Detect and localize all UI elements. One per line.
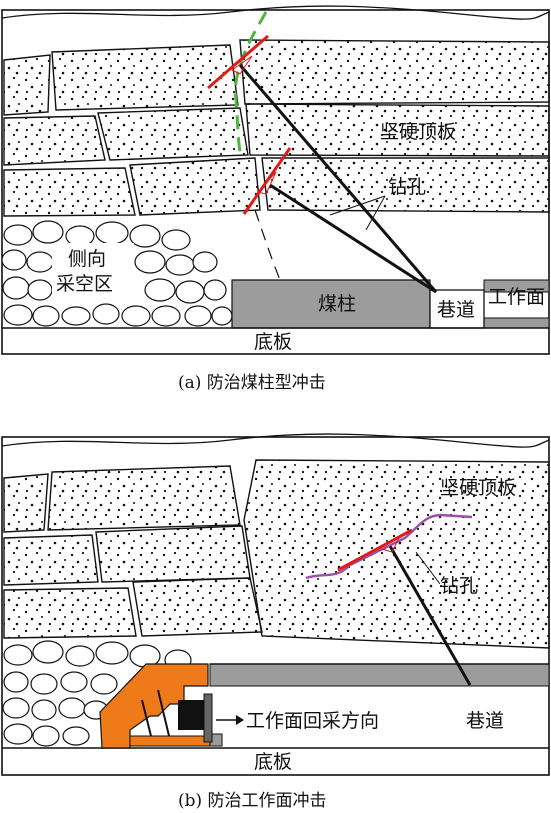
panel-b: 坚硬顶板 钻孔 工作面回采方向 巷道 底板 (b) 防治工作面冲击 — [1, 433, 550, 811]
roadway-label-a: 巷道 — [437, 299, 475, 321]
floor-label-a: 底板 — [254, 331, 292, 353]
roof-blocks-a — [3, 39, 550, 217]
roof-block — [3, 587, 137, 639]
pillar-fracture-dashed — [254, 209, 281, 281]
roof-block — [245, 103, 550, 157]
borehole-line — [269, 183, 437, 294]
roof-block — [3, 167, 136, 217]
roadway-label-b: 巷道 — [466, 710, 504, 732]
working-face-coal — [483, 279, 550, 293]
goaf-label-line2: 采空区 — [56, 273, 113, 295]
roof-block — [129, 157, 261, 216]
coal-seam-top-b — [209, 663, 550, 687]
roof-block — [3, 534, 99, 586]
direction-label: 工作面回采方向 — [246, 710, 379, 732]
roof-label-a: 坚硬顶板 — [380, 121, 456, 143]
roof-block — [3, 473, 49, 533]
red-fracture-line — [207, 34, 269, 90]
red-fracture-outline — [257, 171, 277, 195]
roof-blocks-b — [3, 459, 550, 649]
floor-label-b: 底板 — [254, 751, 292, 773]
roof-block — [97, 107, 249, 161]
red-fracture-outline — [231, 55, 253, 75]
roof-block — [51, 44, 239, 111]
borehole-line-b — [388, 545, 472, 686]
red-fracture-outline-b — [376, 534, 402, 553]
panel-a-top-wave — [1, 5, 550, 20]
panel-b-top-wave — [1, 433, 550, 448]
borehole-label-a: 钻孔 — [388, 176, 426, 198]
goaf-rubble-a — [1, 220, 233, 327]
borehole-line — [238, 64, 438, 293]
support-leg — [141, 699, 153, 741]
caption-a: (a) 防治煤柱型冲击 — [178, 373, 326, 393]
roof-block — [47, 465, 241, 531]
shearer-body — [178, 700, 204, 730]
working-face-coal — [483, 317, 550, 329]
support-canopy — [99, 663, 209, 749]
support-leg — [157, 689, 171, 741]
shearer-drum — [203, 693, 213, 743]
green-dashed-arc — [233, 11, 268, 153]
red-fracture-line — [242, 147, 292, 215]
arrow-right-icon — [216, 715, 244, 725]
pillar-label: 煤柱 — [318, 293, 356, 315]
borehole-purple-curve — [305, 513, 473, 580]
panel-a: 坚硬顶板 钻孔 侧向 采空区 煤柱 巷道 工作面 底板 (a) 防治煤柱型冲击 — [1, 5, 550, 393]
roof-block — [243, 459, 550, 649]
goaf-label-bg — [52, 243, 134, 297]
goaf-label-line1: 侧向 — [68, 248, 106, 270]
support-base — [129, 735, 211, 747]
borehole-leader-b — [415, 551, 441, 585]
roof-block — [132, 577, 263, 637]
roadway-a — [429, 289, 485, 329]
borehole-leader — [329, 195, 386, 216]
hydraulic-support — [99, 663, 213, 749]
roof-label-b: 坚硬顶板 — [440, 477, 516, 499]
roof-block — [95, 525, 251, 583]
face-label-a: 工作面 — [488, 286, 545, 308]
roof-block — [3, 54, 51, 116]
borehole-label-b: 钻孔 — [440, 575, 478, 597]
goaf-rubble-b — [2, 640, 192, 747]
roof-block — [239, 39, 550, 105]
roof-block — [3, 115, 106, 166]
caption-b: (b) 防治工作面冲击 — [178, 791, 327, 811]
borehole-leader — [365, 195, 386, 231]
